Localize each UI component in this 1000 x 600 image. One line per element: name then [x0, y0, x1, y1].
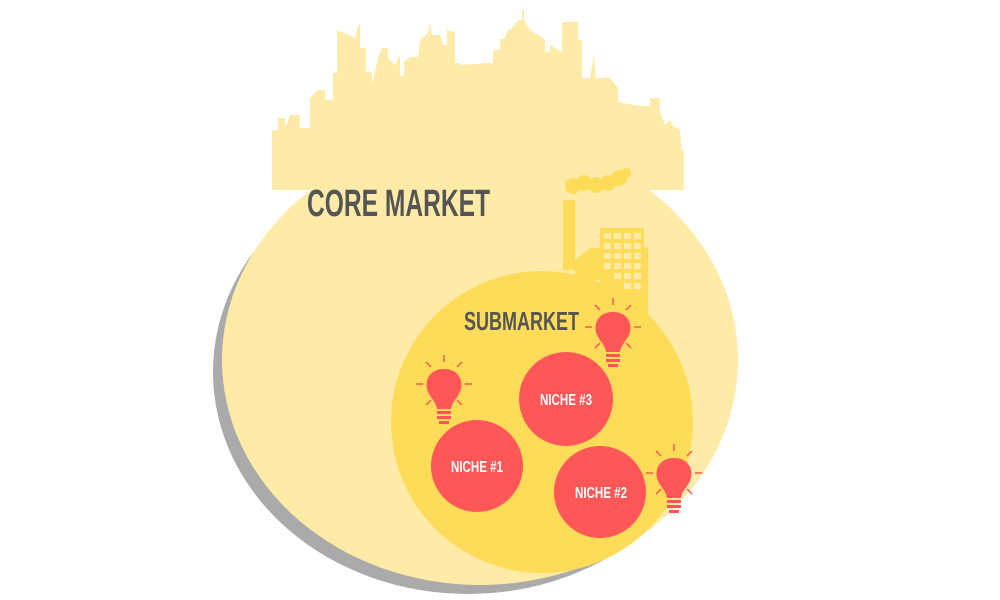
- niche-2-label: NICHE #2: [575, 485, 627, 502]
- niche-3: NICHE #3: [519, 352, 613, 446]
- city-skyline-icon: [272, 10, 683, 170]
- niche-2: NICHE #2: [554, 446, 646, 538]
- niche-3-label: NICHE #3: [540, 392, 592, 409]
- niche-1: NICHE #1: [431, 420, 523, 512]
- submarket-label: SUBMARKET: [464, 306, 579, 336]
- factory-icon: [563, 168, 648, 318]
- niche-1-label: NICHE #1: [451, 459, 503, 476]
- core-market-label: CORE MARKET: [307, 183, 490, 225]
